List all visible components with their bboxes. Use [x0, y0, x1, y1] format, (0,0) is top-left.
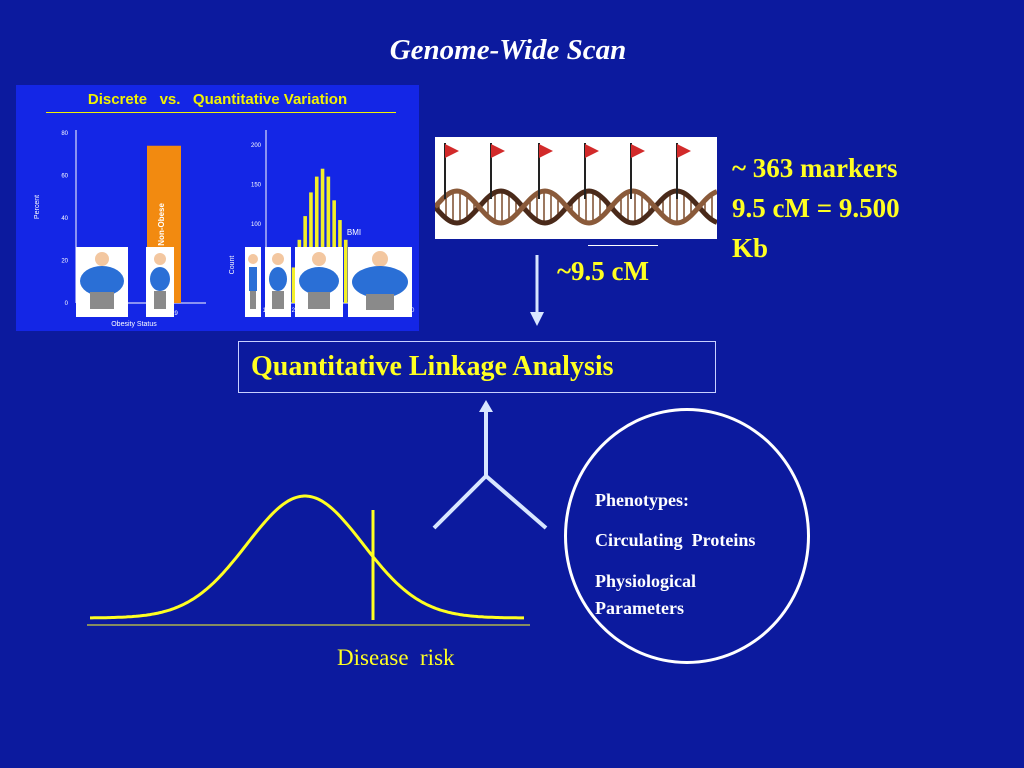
obesity-bar-label: Non-Obese [157, 202, 166, 245]
analysis-label: Quantitative Linkage Analysis [251, 351, 614, 382]
person-figure-icon [146, 247, 174, 317]
marker-flag-icon [585, 144, 599, 158]
quantitative-linkage-analysis-box: Quantitative Linkage Analysis [238, 341, 716, 393]
inset-title-underline [46, 112, 396, 113]
disease-risk-curve [90, 494, 524, 620]
left-chart-ylabel: Percent [34, 195, 41, 219]
bmi-histogram-bar [343, 239, 348, 303]
bmi-histogram-bar [314, 176, 319, 303]
person-figure-icon [76, 247, 128, 317]
person-figure-icon [295, 247, 343, 317]
person-figure-icon [265, 247, 291, 317]
markers-info: ~ 363 markers 9.5 cM = 9.500 Kb [732, 148, 1012, 268]
disease-risk-label: Disease risk [337, 645, 455, 670]
phenotype-circulating-proteins: Circulating Proteins [595, 530, 756, 550]
person-figure-icon [348, 247, 412, 317]
left-chart-ytick: 80 [61, 131, 68, 137]
down-arrowhead-icon [530, 312, 544, 326]
interval-label: ~9.5 cM [557, 256, 650, 286]
right-chart-ytick: 200 [251, 143, 262, 149]
inset-figure-title: Discrete vs. Quantitative Variation [87, 91, 348, 108]
phenotype-parameters: Parameters [595, 598, 684, 618]
marker-flag-icon [677, 144, 691, 158]
person-figure-icon [245, 247, 261, 317]
right-chart-title: BMI [347, 228, 361, 237]
marker-flag-icon [539, 144, 553, 158]
marker-interval-line [588, 245, 658, 246]
left-chart-ytick: 60 [61, 174, 68, 180]
left-chart-ytick: 40 [61, 216, 68, 222]
obesity-figures [76, 247, 412, 317]
fork-left-branch [432, 474, 488, 530]
dna-strand [435, 188, 717, 226]
dna-helix-icon [435, 143, 717, 226]
phenotypes-heading: Phenotypes: [595, 490, 689, 510]
phenotype-physiological: Physiological [595, 571, 697, 591]
bmi-histogram-bar [320, 168, 325, 303]
right-chart-ytick: 100 [251, 222, 262, 228]
discrete-vs-quantitative-figure: Discrete vs. Quantitative Variation Perc… [16, 85, 419, 331]
marker-flag-icon [445, 144, 459, 158]
dna-marker-image [435, 137, 717, 239]
markers-count: ~ 363 markers [732, 153, 898, 183]
right-chart-ytick: 150 [251, 183, 262, 189]
marker-flag-icon [631, 144, 645, 158]
up-arrowhead-icon [479, 400, 493, 412]
markers-density: 9.5 cM = 9.500 [732, 193, 900, 223]
fork-right-branch [484, 474, 548, 530]
dna-strand [435, 188, 717, 226]
bmi-histogram-bar [291, 267, 296, 303]
left-chart-ytick: 0 [65, 301, 69, 307]
slide-title: Genome-Wide Scan [389, 34, 627, 66]
left-chart-ytick: 20 [61, 259, 68, 265]
markers-density-unit: Kb [732, 233, 769, 263]
bmi-histogram-bar [326, 176, 331, 303]
marker-flag-icon [491, 144, 505, 158]
right-chart-ylabel: Count [229, 256, 236, 275]
left-chart-xlabel: Obesity Status [111, 321, 157, 328]
phenotypes-circle: Phenotypes: Circulating Proteins Physiol… [564, 408, 810, 664]
